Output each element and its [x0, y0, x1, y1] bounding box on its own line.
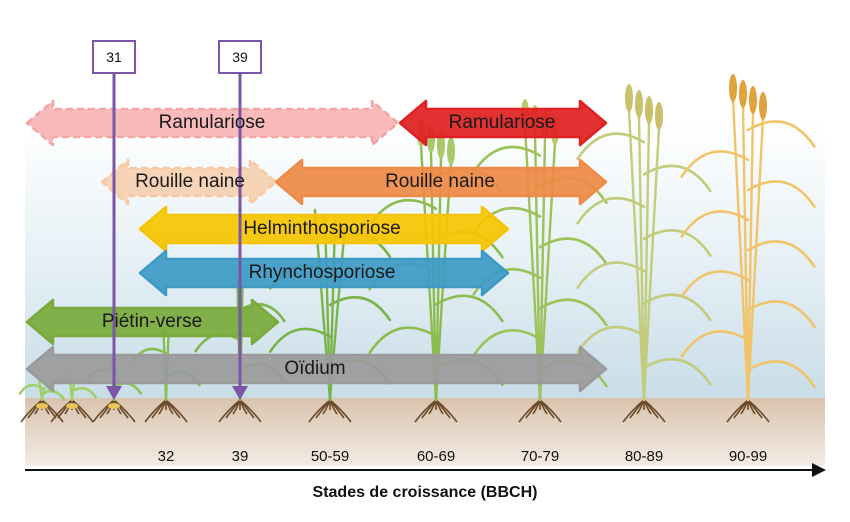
plant-leaf — [680, 330, 750, 358]
arrow-ramulariose-early — [25, 99, 400, 147]
plant-leaf — [576, 325, 646, 354]
plant-root — [329, 399, 352, 423]
plant-leaf — [576, 261, 646, 290]
plant-leaf — [538, 237, 608, 266]
wheat-ear-icon — [759, 92, 767, 120]
plant-root — [239, 399, 262, 423]
plant-leaf — [642, 164, 712, 193]
plant-stem — [627, 108, 646, 402]
x-axis — [25, 463, 826, 477]
plant-root — [747, 399, 770, 423]
wheat-ear-icon — [739, 80, 747, 108]
arrow-rhynchosporiose — [138, 249, 510, 297]
wheat-ear-icon — [625, 84, 633, 112]
label-rhynchosporiose: Rhynchosporiose — [248, 262, 396, 283]
plant-leaf — [746, 120, 816, 148]
plant-stem — [731, 98, 750, 402]
plant-leaf — [368, 326, 438, 355]
plant-leaf — [746, 240, 816, 268]
label-ramulariose-late: Ramulariose — [448, 112, 556, 133]
label-pietin-verse: Piétin-verse — [101, 311, 203, 332]
stage-label-39: 39 — [231, 448, 249, 465]
wheat-ear-icon — [645, 96, 653, 124]
plant-stem — [746, 116, 765, 402]
plant-root — [435, 399, 458, 423]
stage-label-90-99: 90-99 — [728, 448, 768, 465]
disease-arrows — [25, 99, 608, 393]
stage-label-70-79: 70-79 — [520, 448, 560, 465]
wheat-ear-icon — [749, 86, 757, 114]
arrow-ramulariose-late — [398, 99, 608, 147]
plant-stem — [741, 104, 750, 402]
seed-icon — [36, 403, 48, 409]
plant-stem — [746, 110, 755, 402]
plant-leaf — [538, 298, 608, 327]
plant-root — [113, 399, 136, 423]
axis-title: Stades de croissance (BBCH) — [312, 484, 538, 501]
plant-leaf — [70, 386, 98, 399]
marker-31 — [106, 74, 122, 400]
plant-leaf — [18, 383, 44, 395]
label-rouille-late: Rouille naine — [385, 171, 495, 192]
arrow-pietin-verse — [25, 298, 280, 346]
stage-label-80-89: 80-89 — [624, 448, 664, 465]
marker-39-label: 39 — [218, 40, 262, 74]
plant-root — [41, 399, 64, 423]
plant-leaf — [746, 360, 816, 388]
label-ramulariose-early: Ramulariose — [158, 112, 266, 133]
plant-stem — [642, 126, 661, 402]
arrow-rouille-early — [100, 158, 278, 206]
plant-root — [643, 399, 666, 423]
seed-icon — [108, 403, 120, 409]
label-helminthosporiose: Helminthosporiose — [243, 218, 401, 239]
plant-leaf — [680, 270, 750, 298]
plant-leaf — [576, 132, 646, 161]
plant-root — [539, 399, 562, 423]
arrow-rouille-late — [274, 158, 608, 206]
plant-leaf — [642, 293, 712, 322]
label-rouille-early: Rouille naine — [135, 171, 245, 192]
stage-label-32: 32 — [157, 448, 175, 465]
arrow-helminthosporiose — [138, 205, 510, 253]
plant-leaf — [576, 196, 646, 225]
label-oidium: Oïdium — [284, 358, 346, 379]
plant-leaf — [328, 296, 392, 322]
plant-root — [165, 399, 188, 423]
plant-stem — [637, 114, 646, 402]
plant-leaf — [472, 329, 542, 357]
wheat-ear-icon — [655, 102, 663, 130]
plant-leaf — [472, 145, 542, 174]
wheat-ear-icon — [635, 90, 643, 118]
arrow-oidium — [25, 345, 608, 393]
plant-root — [71, 399, 94, 423]
wheat-ear-icon — [729, 74, 737, 102]
stage-label-60-69: 60-69 — [416, 448, 456, 465]
stage-label-50-59: 50-59 — [310, 448, 350, 465]
plant-leaf — [642, 357, 712, 386]
plant-leaf — [268, 327, 332, 353]
plant-stem — [642, 120, 651, 402]
plant-leaf — [434, 294, 504, 323]
marker-31-label: 31 — [92, 40, 136, 74]
seed-icon — [66, 403, 78, 409]
plant-leaf — [746, 180, 816, 208]
plant-leaf — [642, 229, 712, 257]
plant-leaf — [680, 210, 750, 238]
wheat-ear-icon — [447, 137, 455, 165]
marker-39 — [232, 74, 248, 400]
plant-leaf — [746, 300, 816, 328]
plant-leaf — [680, 150, 750, 178]
